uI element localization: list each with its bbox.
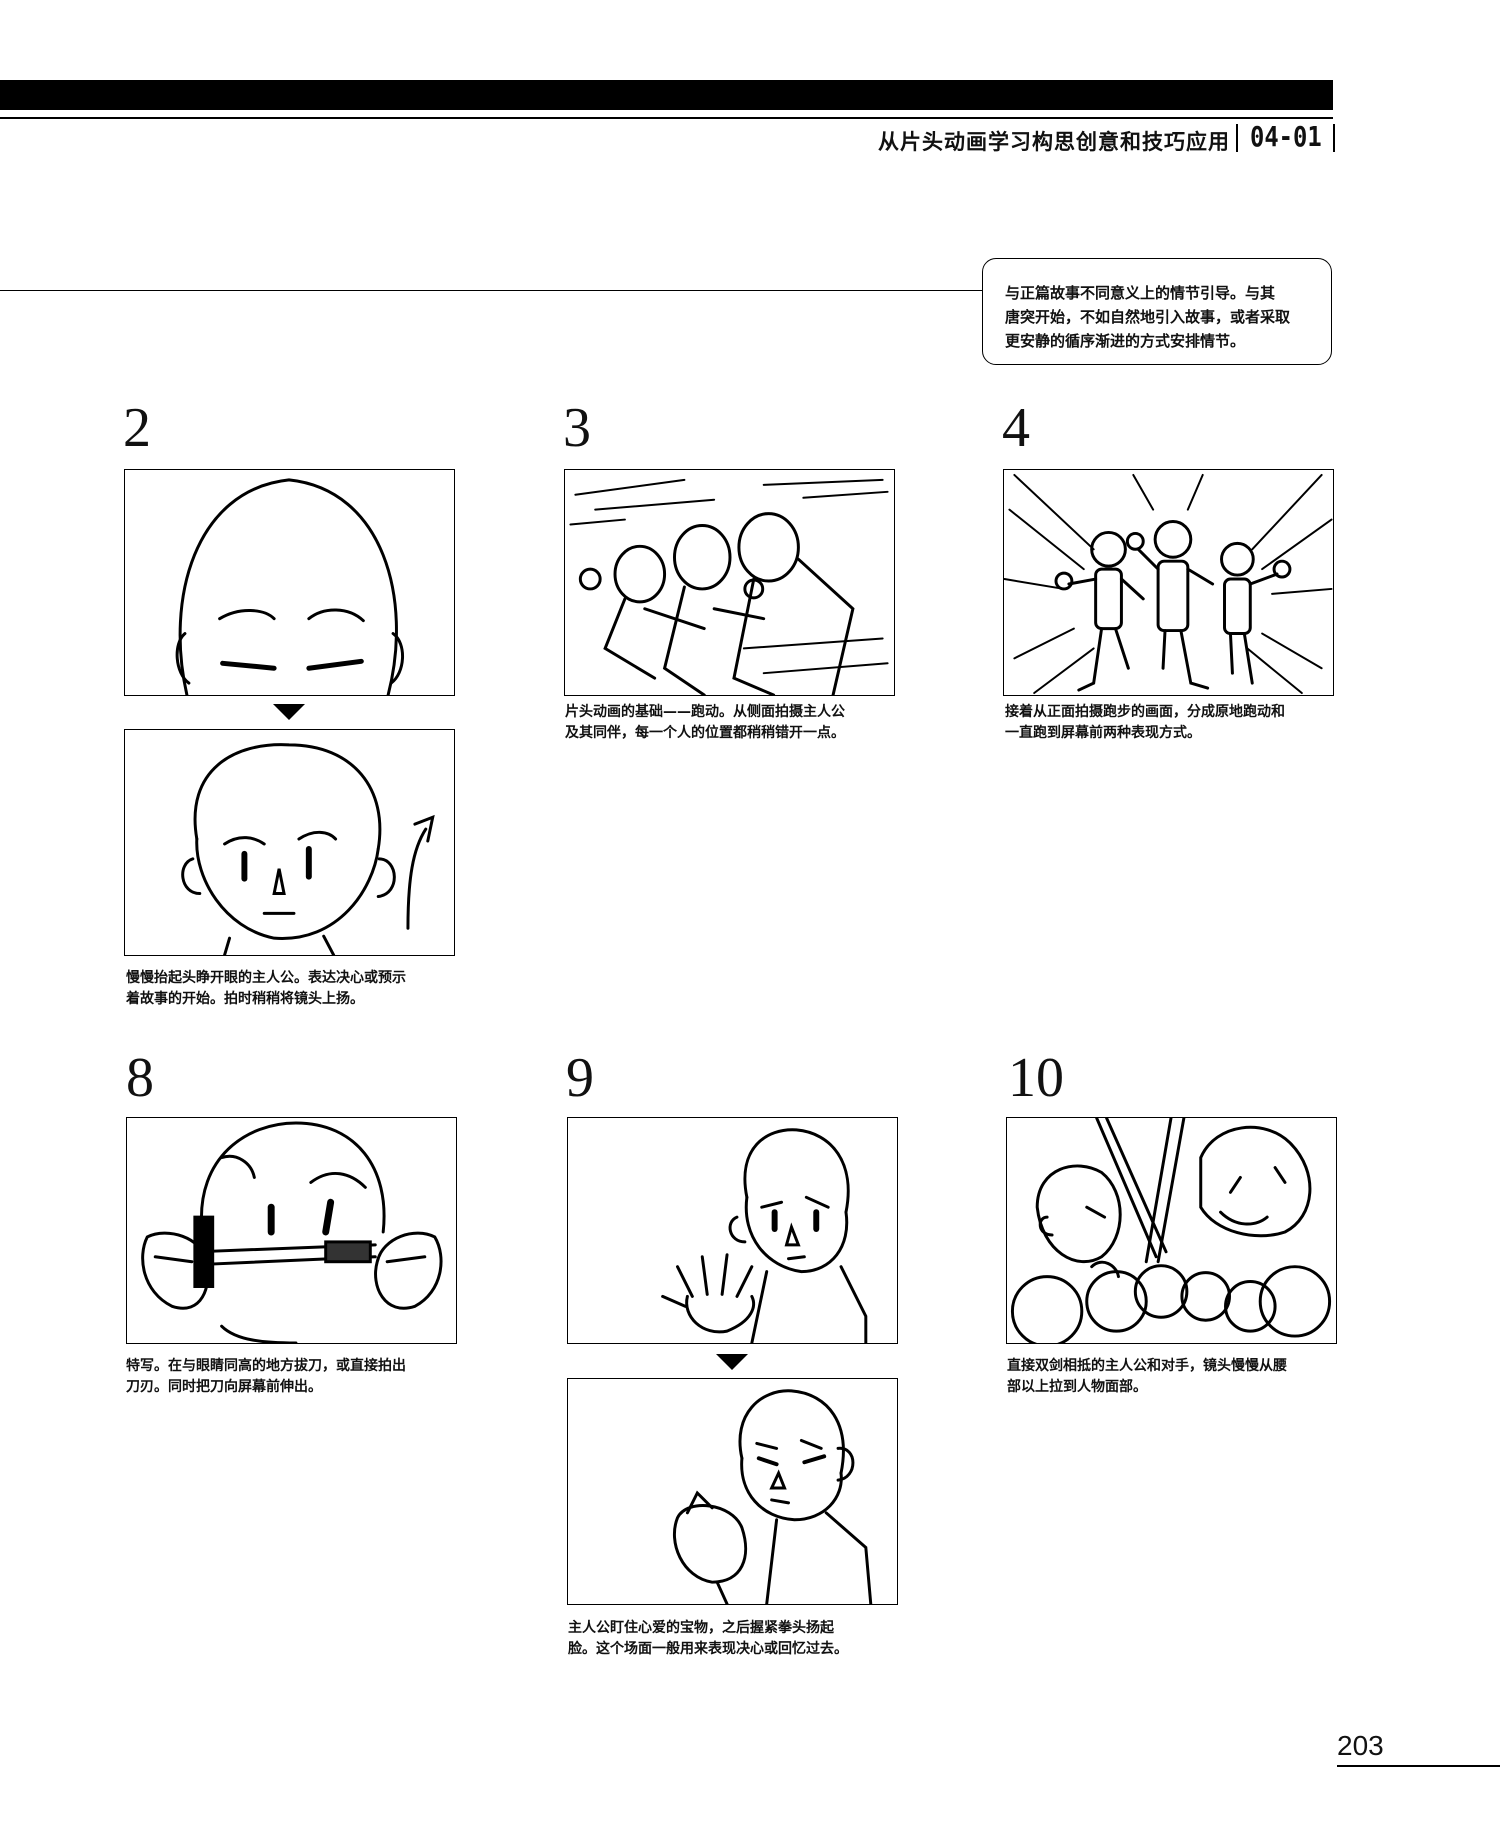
page-number: 203	[1337, 1730, 1384, 1761]
frame-number: 9	[566, 1047, 594, 1109]
storyboard-panel-4	[1003, 469, 1334, 696]
transition-arrow-icon	[716, 1354, 748, 1370]
frame-caption: 慢慢抬起头睁开眼的主人公。表达决心或预示 着故事的开始。拍时稍稍将镜头上扬。	[126, 968, 466, 1010]
caption-line: 慢慢抬起头睁开眼的主人公。表达决心或预示	[126, 970, 406, 986]
frame-caption: 接着从正面拍摄跑步的画面，分成原地跑动和 一直跑到屏幕前两种表现方式。	[1005, 702, 1345, 744]
page-number-rule	[1337, 1765, 1500, 1767]
caption-line: 着故事的开始。拍时稍稍将镜头上扬。	[126, 991, 364, 1007]
frame-caption: 直接双剑相抵的主人公和对手，镜头慢慢从腰 部以上拉到人物面部。	[1007, 1356, 1347, 1398]
header-separator-end	[1333, 124, 1335, 152]
frame-caption: 片头动画的基础——跑动。从侧面拍摄主人公 及其同伴，每一个人的位置都稍稍错开一点…	[565, 702, 905, 744]
storyboard-panel-3	[564, 469, 895, 696]
frame-number: 3	[563, 397, 591, 459]
callout-line: 唐突开始，不如自然地引入故事，或者采取	[1005, 308, 1291, 326]
storyboard-panel-2a	[124, 469, 455, 696]
storyboard-panel-9a	[567, 1117, 898, 1344]
clenched-fist-sketch	[672, 1389, 873, 1604]
frame-number: 10	[1008, 1047, 1064, 1109]
header-separator	[1236, 124, 1238, 152]
crossed-swords-sketch	[1010, 1118, 1332, 1343]
caption-line: 一直跑到屏幕前两种表现方式。	[1005, 725, 1201, 741]
section-code: 04-01	[1250, 120, 1322, 153]
caption-line: 主人公盯住心爱的宝物，之后握紧拳头扬起	[568, 1620, 834, 1636]
chapter-title: 从片头动画学习构思创意和技巧应用	[878, 130, 1230, 154]
storyboard-panel-2b	[124, 729, 455, 956]
callout-line: 与正篇故事不同意义上的情节引导。与其	[1005, 284, 1276, 302]
caption-line: 及其同伴，每一个人的位置都稍稍错开一点。	[565, 725, 845, 741]
running-side-sketch	[569, 478, 889, 695]
caption-line: 接着从正面拍摄跑步的画面，分成原地跑动和	[1005, 704, 1285, 720]
caption-line: 片头动画的基础——跑动。从侧面拍摄主人公	[565, 704, 845, 720]
frame-number: 2	[123, 397, 151, 459]
callout-leader-line	[0, 290, 982, 291]
caption-line: 脸。这个场面一般用来表现决心或回忆过去。	[568, 1641, 848, 1657]
drawing-sword-sketch	[141, 1121, 443, 1343]
caption-line: 部以上拉到人物面部。	[1007, 1379, 1147, 1395]
frame-caption: 主人公盯住心爱的宝物，之后握紧拳头扬起 脸。这个场面一般用来表现决心或回忆过去。	[568, 1618, 908, 1660]
callout-line: 更安静的循序渐进的方式安排情节。	[1005, 332, 1246, 350]
transition-arrow-icon	[273, 704, 305, 720]
callout-box: 与正篇故事不同意义上的情节引导。与其 唐突开始，不如自然地引入故事，或者采取 更…	[982, 258, 1332, 365]
running-front-sketch	[1004, 473, 1333, 695]
looking-at-treasure-sketch	[661, 1128, 868, 1343]
caption-line: 特写。在与眼睛同高的地方拔刀，或直接拍出	[126, 1358, 406, 1374]
storyboard-panel-9b	[567, 1378, 898, 1605]
header-bar	[0, 80, 1333, 110]
header-rule	[0, 117, 1333, 119]
storyboard-panel-8	[126, 1117, 457, 1344]
frame-number: 4	[1002, 397, 1030, 459]
caption-line: 直接双剑相抵的主人公和对手，镜头慢慢从腰	[1007, 1358, 1287, 1374]
frame-number: 8	[126, 1047, 154, 1109]
head-up-sketch	[181, 743, 435, 955]
head-down-sketch	[175, 478, 404, 695]
caption-line: 刀刃。同时把刀向屏幕前伸出。	[126, 1379, 322, 1395]
frame-caption: 特写。在与眼睛同高的地方拔刀，或直接拍出 刀刃。同时把刀向屏幕前伸出。	[126, 1356, 466, 1398]
storyboard-panel-10	[1006, 1117, 1337, 1344]
